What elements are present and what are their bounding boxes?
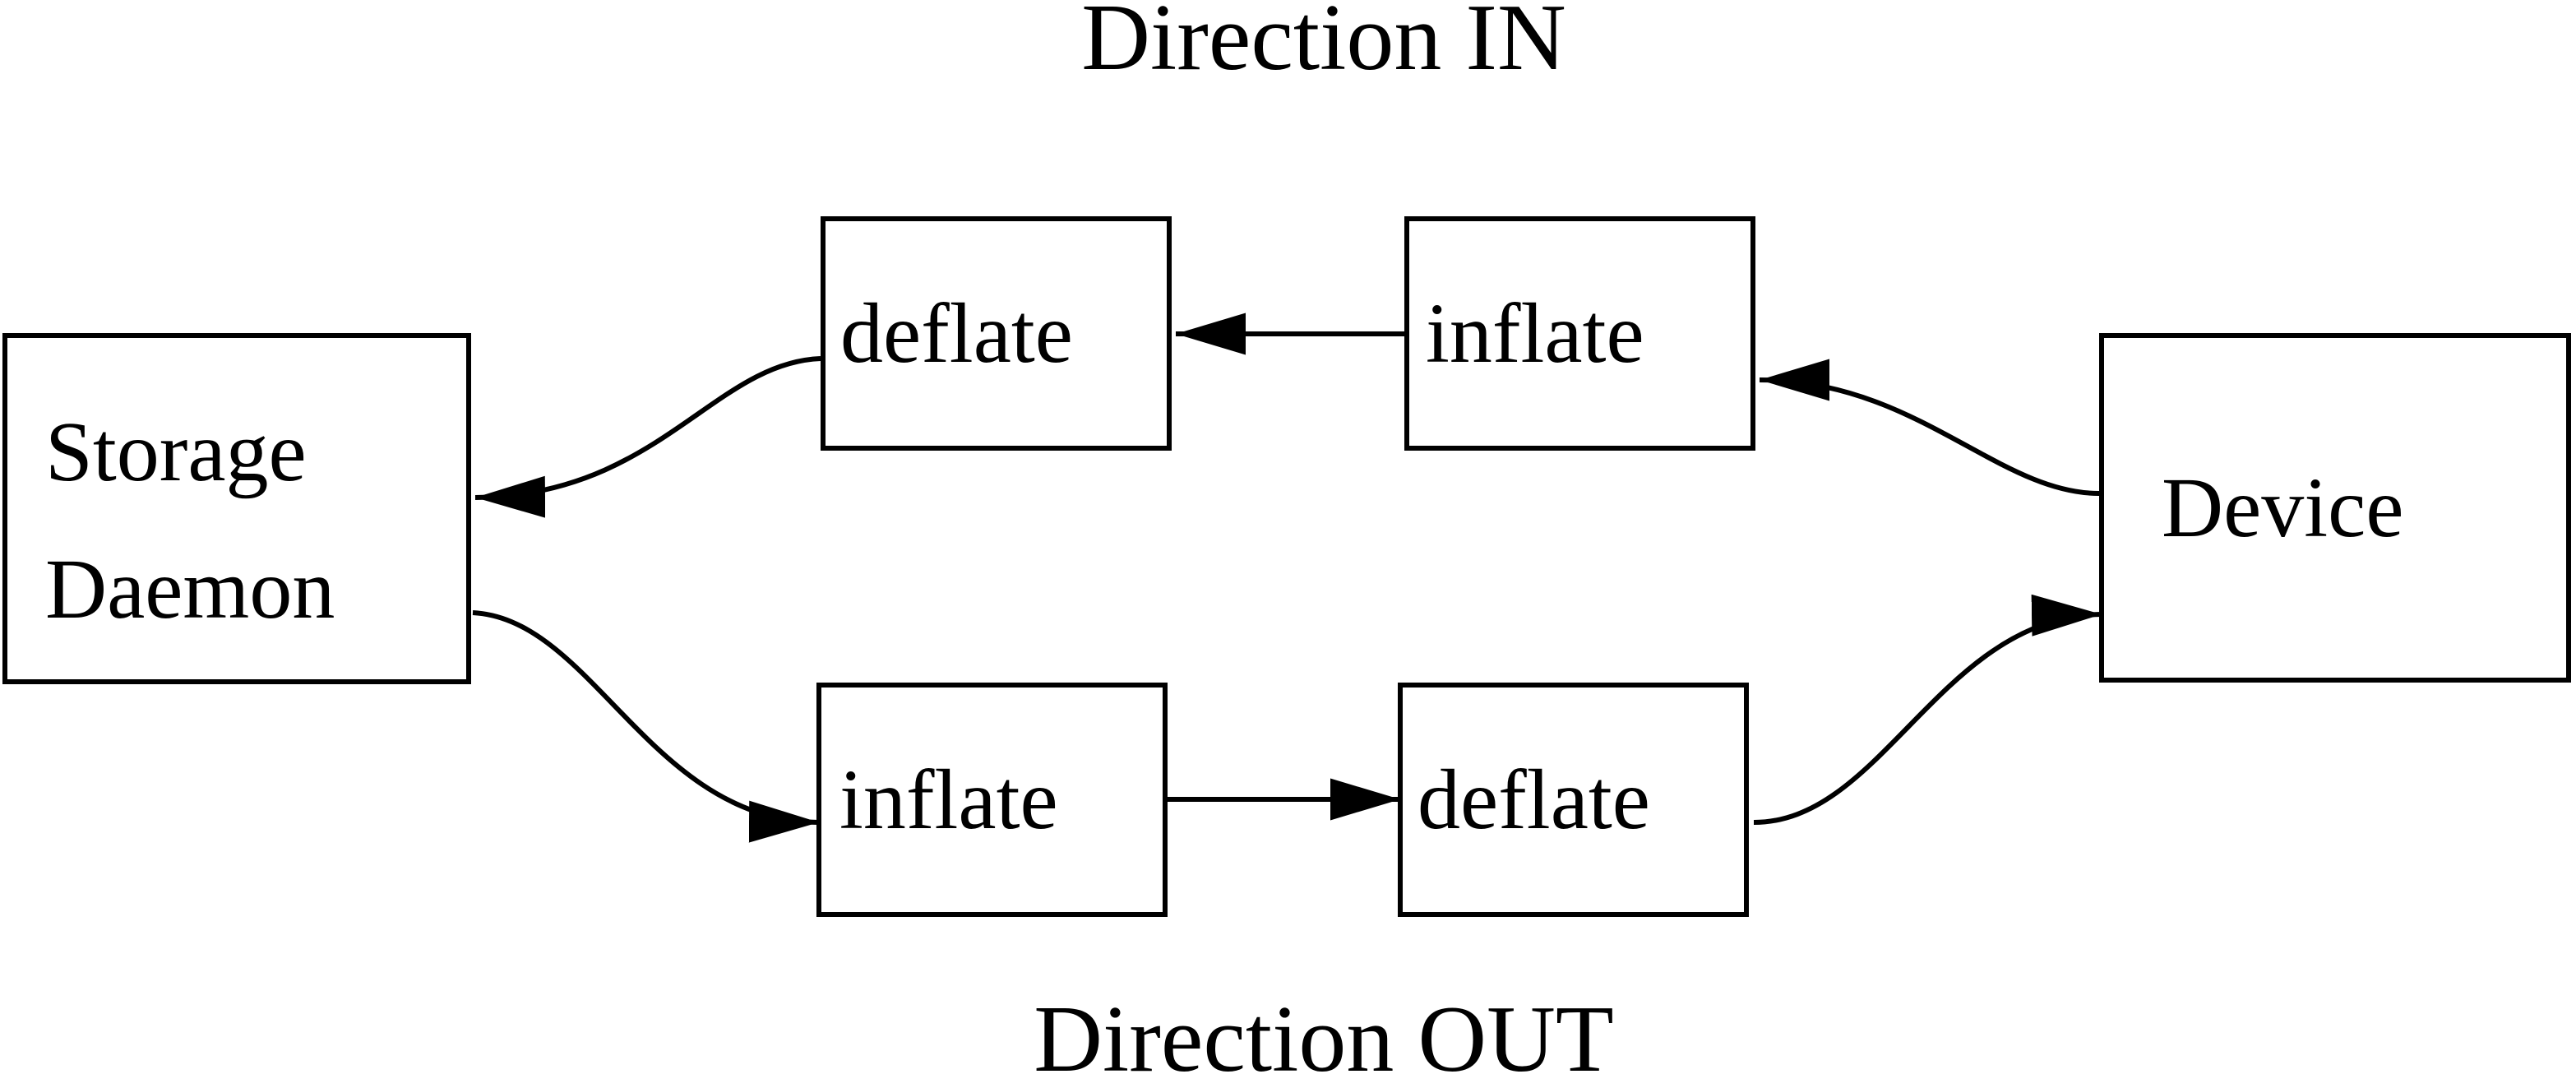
arrow-device-to-inflate-in bbox=[1759, 359, 2100, 496]
arrow-deflate-in-to-storage-daemon bbox=[474, 356, 821, 518]
deflate-out-label: deflate bbox=[1417, 752, 1650, 847]
direction-out-title: Direction OUT bbox=[1034, 987, 1614, 1088]
inflate-out-box: inflate bbox=[816, 683, 1168, 917]
device-label: Device bbox=[2162, 460, 2404, 555]
direction-in-title: Direction IN bbox=[1081, 0, 1566, 90]
inflate-out-label: inflate bbox=[839, 752, 1058, 847]
inflate-in-label: inflate bbox=[1426, 285, 1644, 381]
deflate-in-label: deflate bbox=[840, 285, 1073, 381]
storage-daemon-box: Storage Daemon bbox=[2, 333, 471, 684]
arrow-deflate-out-to-device bbox=[1753, 594, 2102, 825]
deflate-out-box: deflate bbox=[1398, 683, 1749, 917]
deflate-in-box: deflate bbox=[821, 216, 1172, 451]
device-box: Device bbox=[2099, 333, 2571, 683]
arrow-storage-daemon-to-inflate-out bbox=[472, 610, 820, 843]
inflate-in-box: inflate bbox=[1404, 216, 1755, 451]
storage-daemon-label-line1: Storage bbox=[45, 405, 307, 500]
storage-daemon-label-line2: Daemon bbox=[45, 541, 335, 637]
